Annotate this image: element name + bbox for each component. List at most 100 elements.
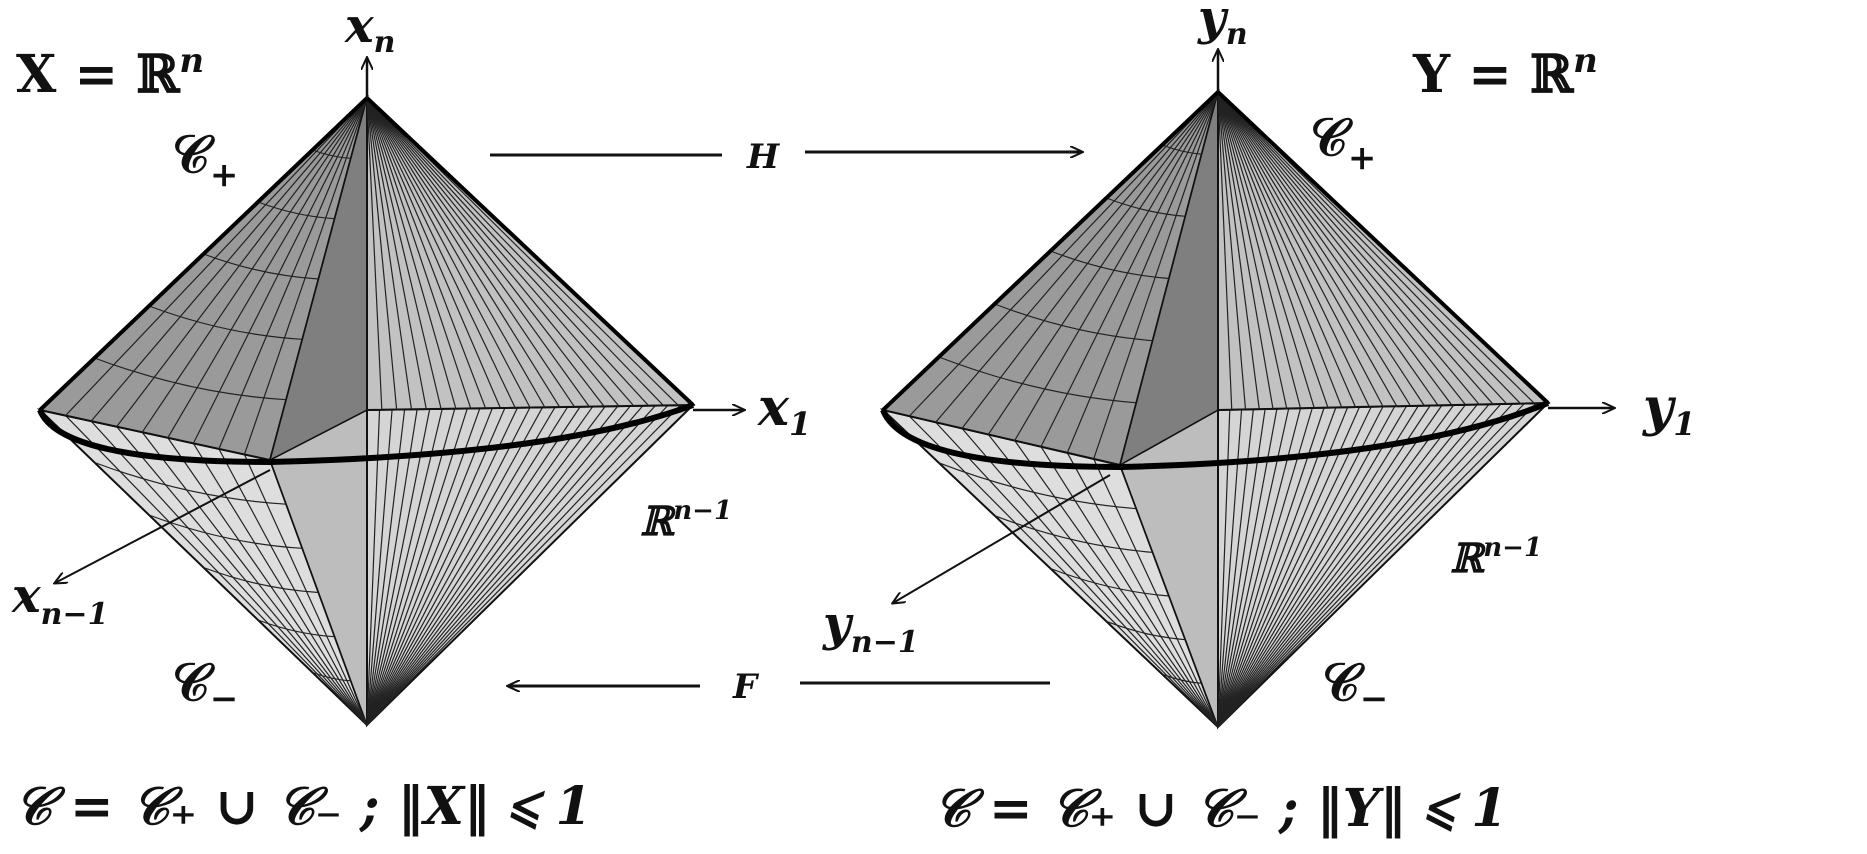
hatch-line (366, 97, 442, 410)
hatch-line (366, 407, 544, 726)
hatch-line (366, 405, 619, 726)
hatch-line (1040, 91, 1219, 447)
hatch-line (1217, 407, 1313, 728)
hatch-line (366, 97, 575, 408)
left-space-label: X = ℝn (16, 41, 204, 105)
latitude-arc (994, 303, 1153, 342)
hatch-line (1217, 403, 1525, 728)
right-axis-diag-label: yn−1 (822, 596, 919, 660)
hatch-line (961, 427, 1219, 728)
hatch-line (1217, 91, 1425, 406)
hatch-line (366, 407, 506, 726)
hatch-line (1217, 404, 1466, 728)
hatch-line (961, 91, 1219, 429)
right-space-label: Y = ℝn (1412, 41, 1598, 105)
hatch-line (192, 97, 368, 444)
hatch-line (1217, 91, 1329, 408)
hatch-line (366, 407, 519, 726)
hatch-line (1217, 91, 1494, 405)
latitude-arc (1161, 144, 1202, 155)
hatch-line (987, 91, 1219, 435)
hatch-line (366, 97, 620, 407)
left-axis-up-label: xn (344, 0, 395, 60)
left-axis-diag (55, 469, 271, 583)
hatch-line (141, 97, 368, 433)
hatch-line (366, 409, 418, 726)
hatch-line (1217, 405, 1396, 728)
latitude-arc (938, 356, 1137, 404)
hatch-line (167, 437, 368, 726)
hatch-line (366, 408, 431, 726)
left-equator-rim (37, 402, 695, 466)
left-caption: 𝒞 = 𝒞₊ ∪ 𝒞₋ ; ‖X‖ ⩽ 1 (14, 776, 592, 837)
hatch-line (90, 420, 368, 726)
hatch-line (1217, 91, 1439, 406)
hatch-line (1066, 452, 1219, 728)
hatch-line (1217, 407, 1349, 728)
left-plane-label: ℝn−1 (640, 496, 732, 545)
hatch-line (366, 409, 406, 726)
latitude-arc (1050, 567, 1170, 597)
hatch-line (366, 407, 493, 726)
hatch-line (1217, 91, 1412, 407)
hatch-line (1217, 403, 1502, 728)
hatch-line (116, 426, 368, 726)
hatch-line (1217, 404, 1455, 728)
hatch-line (366, 97, 398, 410)
hatch-line (1217, 91, 1315, 409)
left-cone-bottom-label: 𝒞− (172, 652, 238, 719)
right-equator-rim (880, 400, 1550, 471)
hatch-line (366, 97, 531, 408)
hatch-line (1066, 91, 1219, 454)
left-cone-top-label: 𝒞+ (172, 124, 238, 195)
hatch-line (366, 408, 481, 726)
hatch-line (1217, 405, 1431, 728)
hatch-line (192, 443, 368, 726)
hatch-line (1217, 91, 1370, 408)
latitude-arc (312, 671, 351, 682)
hatch-line (366, 406, 581, 726)
right-axis-right-label: y1 (1642, 377, 1695, 443)
hatch-line (141, 431, 368, 726)
hatch-line (366, 406, 594, 726)
hatch-line (366, 404, 669, 726)
latitude-arc (203, 253, 319, 280)
hatch-line (366, 409, 393, 726)
hatch-line (116, 97, 368, 428)
map-forward-arrow: H (490, 137, 1082, 177)
hatch-line (1217, 91, 1508, 405)
hatch-line (366, 97, 649, 407)
hatch-line (1217, 91, 1453, 406)
hatch-line (366, 97, 664, 406)
hatch-line (366, 408, 443, 726)
latitude-arc (1161, 673, 1202, 684)
hatch-line (1014, 440, 1219, 728)
hatch-line (1217, 408, 1302, 728)
right-caption: 𝒞 = 𝒞₊ ∪ 𝒞₋ ; ‖Y‖ ⩽ 1 (933, 778, 1507, 839)
latitude-arc (148, 514, 303, 549)
right-top-hatching (908, 91, 1535, 460)
hatch-line (366, 97, 487, 409)
right-bottom-hatching (908, 402, 1537, 728)
hatch-line (1217, 404, 1478, 728)
hatch-line (366, 408, 456, 726)
left-top-hatching (65, 97, 679, 455)
hatch-line (218, 448, 368, 726)
hatch-line (1217, 404, 1443, 728)
hatch-line (366, 97, 516, 408)
latitude-arc (938, 462, 1137, 510)
map-backward-label: F (732, 667, 760, 707)
hatch-line (366, 97, 590, 407)
latitude-arc (1106, 197, 1186, 217)
hatch-line (1217, 406, 1360, 728)
hatch-line (1217, 91, 1480, 405)
hatch-line (366, 97, 457, 409)
hatch-line (366, 406, 569, 726)
hatch-line (90, 97, 368, 422)
hatch-line (1217, 91, 1343, 408)
hatch-line (1217, 403, 1490, 728)
hatch-line (1217, 91, 1466, 406)
hatch-line (366, 97, 383, 410)
hatch-line (1217, 405, 1408, 728)
